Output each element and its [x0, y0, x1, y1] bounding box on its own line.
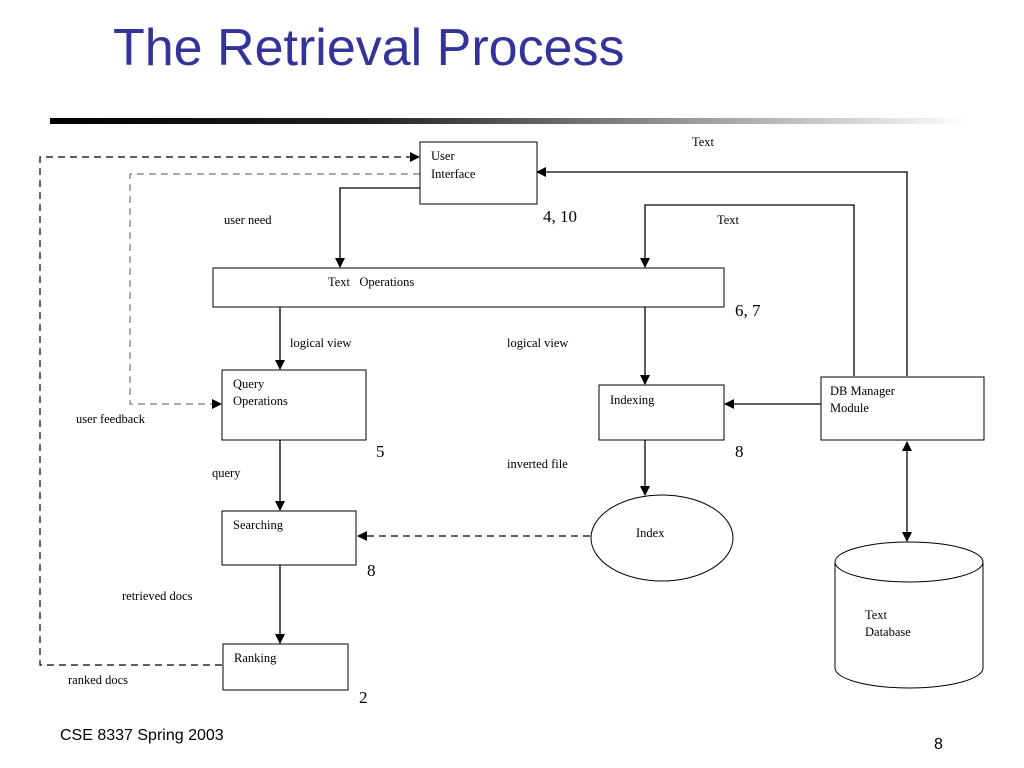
number-8-indexing: 8 — [735, 442, 744, 461]
number-6-7: 6, 7 — [735, 301, 761, 320]
ranking-box — [222, 643, 349, 691]
user-feedback-label: user feedback — [76, 412, 146, 426]
query-operations-box — [221, 369, 367, 441]
query-operations-label-line2: Operations — [233, 394, 288, 408]
indexing-box — [598, 384, 725, 441]
number-2: 2 — [359, 688, 368, 707]
text-top-label: Text — [692, 135, 715, 149]
slide-page-number: 8 — [934, 736, 943, 753]
number-4-10: 4, 10 — [543, 207, 577, 226]
user-interface-box — [419, 141, 538, 205]
db-manager-box — [820, 376, 985, 441]
arrow-ui-to-textops — [335, 187, 420, 268]
inverted-file-label: inverted file — [507, 457, 568, 471]
db-manager-label-line1: DB Manager — [830, 384, 896, 398]
arrow-ui-to-queryops-feedback — [129, 173, 420, 409]
query-label: query — [212, 466, 241, 480]
number-8-searching: 8 — [367, 561, 376, 580]
db-manager-label-line2: Module — [830, 401, 869, 415]
ranked-docs-label: ranked docs — [68, 673, 128, 687]
arrow-dbmanager-to-textops — [640, 204, 855, 376]
logical-view-right-label: logical view — [507, 336, 568, 350]
text-mid-label: Text — [717, 213, 740, 227]
number-5: 5 — [376, 442, 385, 461]
arrow-dbmanager-to-ui — [536, 167, 908, 376]
text-database-cylinder — [834, 541, 984, 689]
title-underline — [50, 118, 970, 124]
searching-box — [221, 510, 357, 566]
slide-title: The Retrieval Process — [113, 19, 625, 77]
index-ellipse — [590, 494, 734, 582]
user-interface-label-line2: Interface — [431, 167, 476, 181]
user-interface-label-line1: User — [431, 149, 455, 163]
text-operations-box — [212, 267, 725, 308]
searching-label: Searching — [233, 518, 284, 532]
index-label: Index — [636, 526, 665, 540]
text-operations-label: Text Operations — [328, 275, 414, 289]
text-database-label-line1: Text — [865, 608, 888, 622]
retrieved-docs-label: retrieved docs — [122, 589, 193, 603]
footer-course-label: CSE 8337 Spring 2003 — [60, 727, 224, 744]
arrow-ranking-to-ui-dashed — [39, 152, 420, 666]
ranking-label: Ranking — [234, 651, 277, 665]
indexing-label: Indexing — [610, 393, 655, 407]
user-need-label: user need — [224, 213, 272, 227]
logical-view-left-label: logical view — [290, 336, 351, 350]
query-operations-label-line1: Query — [233, 377, 265, 391]
text-database-label-line2: Database — [865, 625, 911, 639]
